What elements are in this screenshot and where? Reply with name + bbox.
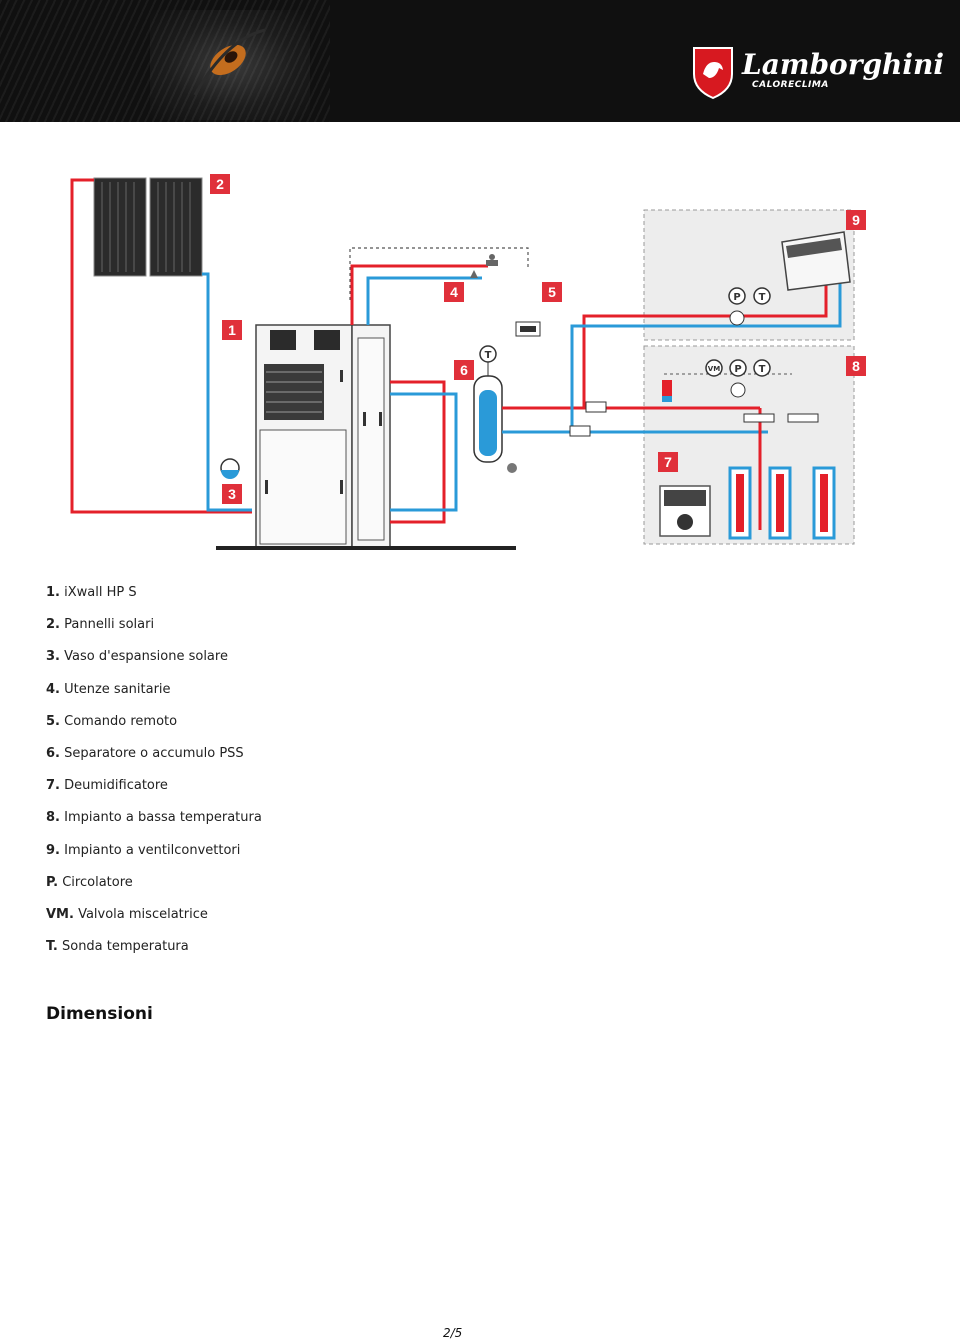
panther-eye-icon: [193, 28, 266, 96]
svg-text:4: 4: [450, 284, 458, 300]
legend-item: VM. Valvola miscelatrice: [46, 906, 208, 922]
svg-text:P: P: [734, 364, 741, 375]
bull-shield-icon: [693, 47, 733, 100]
solar-circuit: [70, 178, 252, 514]
svg-text:T: T: [759, 292, 766, 303]
svg-text:T: T: [485, 350, 492, 361]
solar-panels: [93, 177, 203, 277]
legend-item: 7. Deumidificatore: [46, 778, 168, 794]
legend-item: 1. iXwall HP S: [46, 585, 137, 600]
dehumidifier-unit: [659, 485, 711, 537]
svg-text:7: 7: [664, 454, 672, 470]
distribution-circuit: [502, 274, 842, 530]
system-diagram: T P T VM P T: [70, 174, 866, 550]
fancoil-pump-group: P T: [728, 287, 771, 326]
brand-logo[interactable]: Lamborghini CALORECLIMA: [690, 42, 944, 102]
buffer-tank: T: [473, 345, 517, 473]
control-wire: [349, 247, 529, 300]
svg-text:VM: VM: [708, 365, 720, 373]
section-title: Dimensioni: [46, 1004, 153, 1024]
legend-list: 1. iXwall HP S 2. Pannelli solari 3. Vas…: [46, 584, 262, 970]
svg-text:T: T: [759, 364, 766, 375]
separator-icon: [585, 401, 607, 413]
brand-name: Lamborghini: [742, 48, 945, 81]
legend-item: T. Sonda temperatura: [46, 939, 189, 955]
buffer-circuit: [390, 380, 458, 524]
legend-item: 8. Impianto a bassa temperatura: [46, 810, 262, 826]
svg-text:1: 1: [228, 322, 236, 338]
mixing-group: VM P T: [662, 359, 819, 423]
legend-item: 6. Separatore o accumulo PSS: [46, 745, 244, 761]
svg-text:8: 8: [852, 358, 860, 374]
fur-texture: [0, 0, 330, 122]
header-banner: Lamborghini CALORECLIMA: [0, 0, 960, 122]
svg-text:P: P: [733, 292, 740, 303]
legend-item: 2. Pannelli solari: [46, 617, 155, 633]
legend-item: 5. Comando remoto: [46, 713, 178, 729]
legend-item: 9. Impianto a ventilconvettori: [46, 842, 241, 858]
callout-badges: 2 1 3 4 5 6 7 8 9: [210, 174, 866, 504]
legend-item: P. Circolatore: [46, 874, 133, 890]
dhw-circuit: [350, 264, 488, 325]
page-number: 2/5: [443, 1326, 463, 1340]
svg-text:9: 9: [852, 212, 860, 228]
svg-text:5: 5: [548, 284, 556, 300]
svg-text:2: 2: [216, 176, 224, 192]
legend-item: 3. Vaso d'espansione solare: [46, 649, 228, 665]
legend-item: 4. Utenze sanitarie: [46, 681, 171, 697]
sanitary-taps-icon: [470, 254, 498, 278]
svg-text:6: 6: [460, 362, 468, 378]
drain-valve-icon: [507, 463, 517, 473]
fancoil-unit: [781, 231, 851, 291]
ixwall-unit: [216, 324, 516, 550]
brand-subname: CALORECLIMA: [752, 80, 829, 90]
svg-text:3: 3: [228, 486, 236, 502]
floor-heating-loops: [728, 466, 836, 540]
